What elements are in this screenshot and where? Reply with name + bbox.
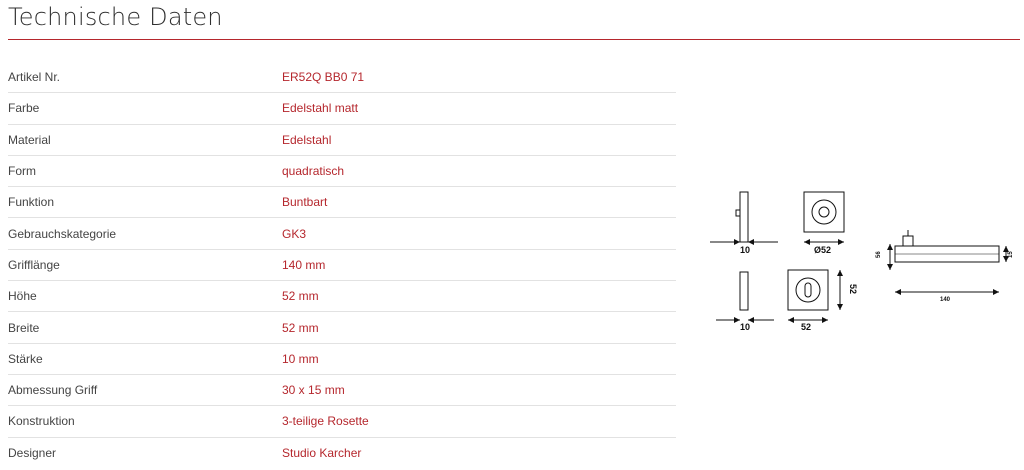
spec-row-hoehe: Höhe 52 mm	[8, 281, 676, 313]
spec-label: Artikel Nr.	[8, 70, 61, 85]
spec-value: 3-teilige Rosette	[282, 414, 369, 429]
spec-label: Höhe	[8, 289, 37, 304]
spec-row-artikel-nr: Artikel Nr. ER52Q BB0 71	[8, 62, 676, 94]
spec-label: Konstruktion	[8, 414, 75, 429]
spec-label: Farbe	[8, 101, 40, 116]
spec-value: Buntbart	[282, 195, 328, 210]
escutcheon-side-view: 10	[716, 271, 774, 332]
spec-label: Stärke	[8, 351, 43, 366]
spec-value: Edelstahl matt	[282, 101, 359, 116]
spec-value: ER52Q BB0 71	[282, 70, 365, 85]
spec-value: 52 mm	[282, 289, 319, 304]
spec-label: Funktion	[8, 195, 55, 210]
spec-label: Material	[8, 132, 51, 147]
handle-side-view: 56 140 15	[876, 230, 1014, 303]
spec-label: Abmessung Griff	[8, 383, 98, 398]
spec-row-funktion: Funktion Buntbart	[8, 187, 676, 219]
escutcheon-width-label: 52	[801, 322, 811, 332]
handle-length-label: 140	[940, 297, 951, 303]
spec-label: Gebrauchskategorie	[8, 226, 117, 241]
rose-diameter-label: Ø52	[814, 245, 831, 255]
spec-row-grifflaenge: Grifflänge 140 mm	[8, 250, 676, 282]
rose-front-view: Ø52	[803, 191, 845, 255]
title-divider	[8, 39, 1020, 40]
spec-value: 140 mm	[282, 257, 326, 272]
spec-row-abmessung-griff: Abmessung Griff 30 x 15 mm	[8, 375, 676, 407]
technical-drawing: 10 Ø52 10 52 52	[700, 180, 1020, 340]
spec-row-konstruktion: Konstruktion 3-teilige Rosette	[8, 406, 676, 438]
escutcheon-side-width-label: 10	[740, 322, 750, 332]
spec-value: Studio Karcher	[282, 446, 362, 461]
spec-table: Artikel Nr. ER52Q BB0 71 Farbe Edelstahl…	[8, 62, 676, 469]
spec-value: 10 mm	[282, 351, 319, 366]
spec-label: Form	[8, 164, 36, 179]
spec-row-staerke: Stärke 10 mm	[8, 344, 676, 375]
spec-label: Breite	[8, 320, 40, 335]
spec-value: Edelstahl	[282, 132, 332, 147]
spec-row-designer: Designer Studio Karcher	[8, 438, 676, 469]
rose-side-width-label: 10	[740, 245, 750, 255]
spec-label: Designer	[8, 446, 57, 461]
spec-value: 52 mm	[282, 320, 319, 335]
spec-row-gebrauchskategorie: Gebrauchskategorie GK3	[8, 218, 676, 250]
spec-label: Grifflänge	[8, 257, 60, 272]
handle-thickness-label: 15	[1008, 251, 1014, 258]
spec-value: GK3	[282, 226, 307, 241]
spec-row-farbe: Farbe Edelstahl matt	[8, 93, 676, 125]
spec-value: quadratisch	[282, 164, 345, 179]
spec-row-form: Form quadratisch	[8, 156, 676, 188]
spec-value: 30 x 15 mm	[282, 383, 345, 398]
spec-row-material: Material Edelstahl	[8, 125, 676, 156]
spec-row-breite: Breite 52 mm	[8, 312, 676, 344]
technical-drawing-svg: 10 Ø52 10 52 52	[710, 191, 1014, 332]
handle-height-label: 56	[876, 251, 882, 258]
escutcheon-front-view: 52 52	[787, 269, 858, 332]
rose-side-view: 10	[710, 191, 778, 255]
page-title: Technische Daten	[8, 3, 223, 31]
escutcheon-height-label: 52	[848, 284, 858, 294]
